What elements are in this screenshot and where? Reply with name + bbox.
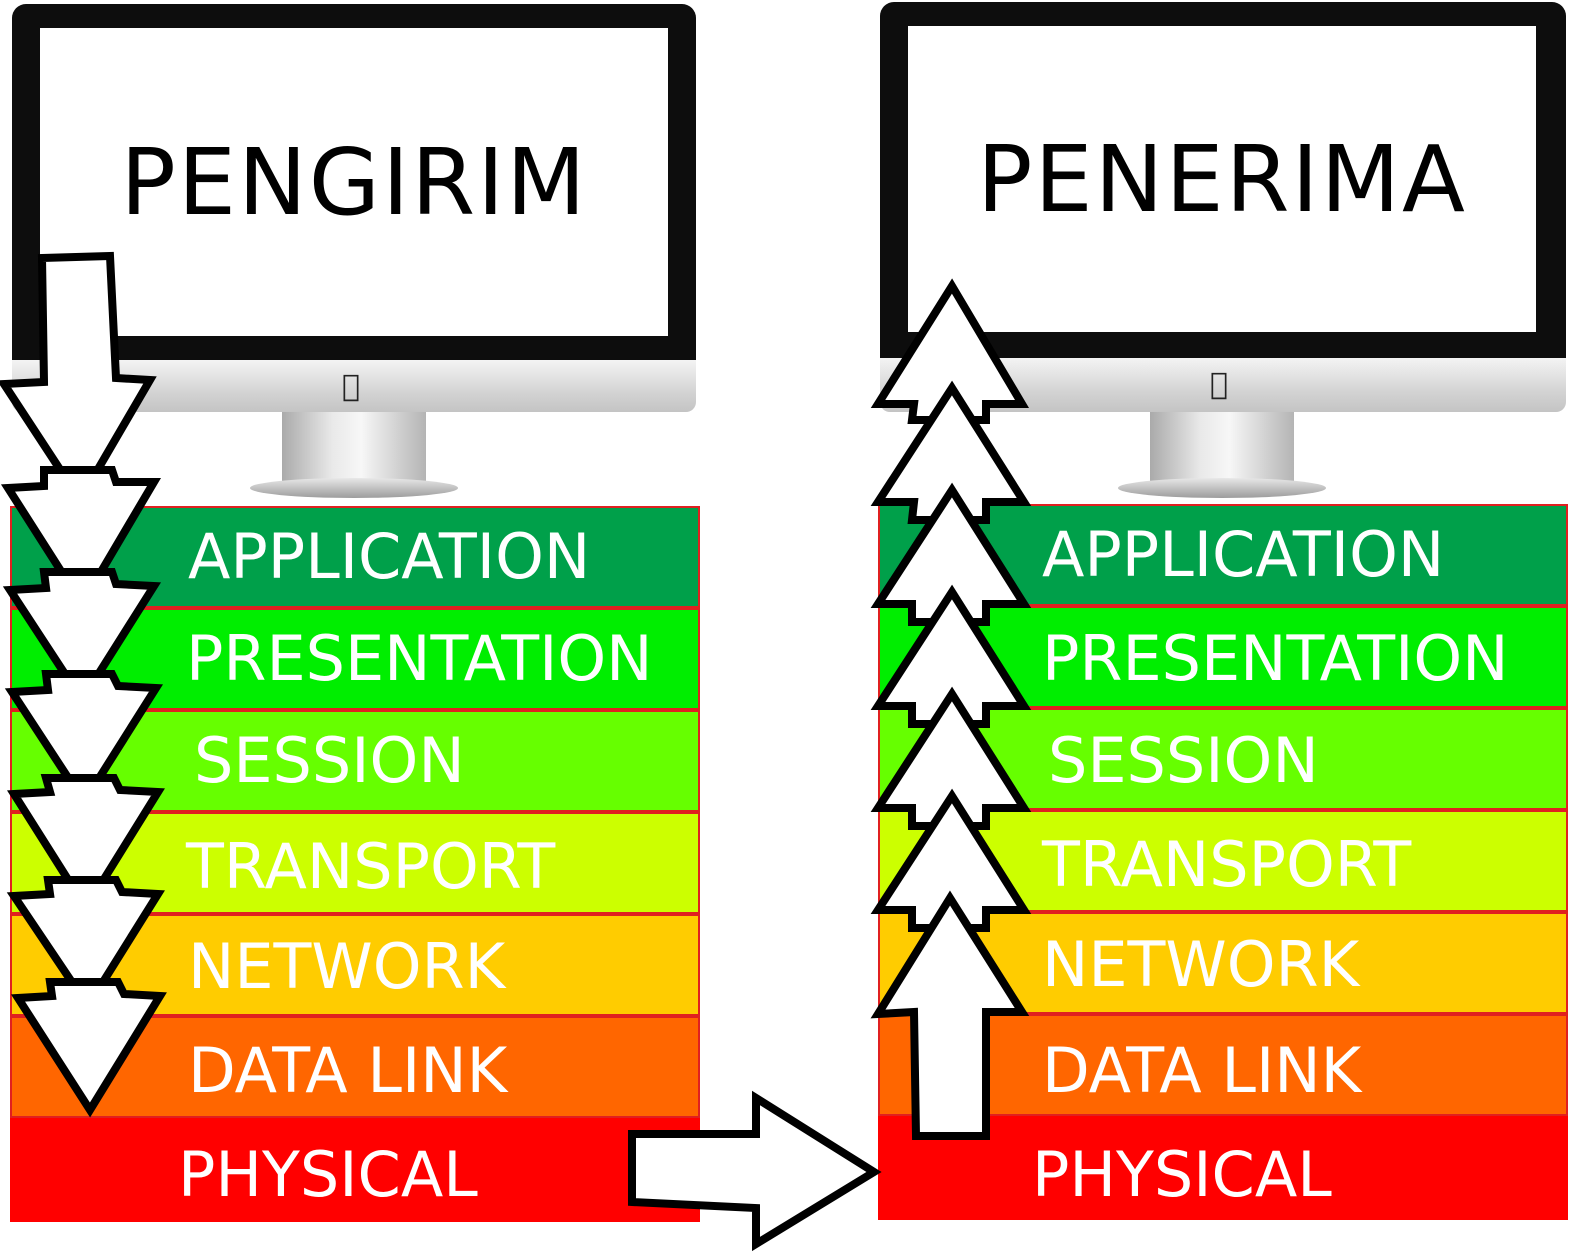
apple-logo-icon:  (1210, 370, 1228, 400)
receiver-title: PENERIMA (977, 125, 1467, 233)
receiver-layer-network: NETWORK (878, 912, 1568, 1014)
layer-label: PRESENTATION (1042, 622, 1509, 695)
layer-label: DATA LINK (188, 1034, 508, 1107)
layer-label: TRANSPORT (1042, 828, 1412, 901)
sender-layer-physical: PHYSICAL (10, 1118, 700, 1222)
arrow-down-icon (6, 774, 165, 916)
sender-monitor: PENGIRIM  (0, 0, 710, 500)
layer-label: APPLICATION (1042, 518, 1445, 591)
arrow-right-icon (628, 1090, 882, 1252)
receiver-monitor: PENERIMA  (0, 0, 1579, 500)
sender-down-arrows (0, 251, 167, 1118)
sender-layer-data-link: DATA LINK (10, 1016, 700, 1118)
apple-logo-icon:  (342, 372, 360, 402)
arrow-down-icon (0, 251, 157, 508)
layer-label: PHYSICAL (178, 1138, 478, 1211)
layer-label: SESSION (194, 724, 465, 797)
receiver-monitor-stand (1150, 412, 1294, 486)
receiver-up-arrows (870, 278, 1032, 1140)
sender-screen: PENGIRIM (40, 28, 668, 336)
receiver-layer-data-link: DATA LINK (878, 1014, 1568, 1116)
arrow-down-icon (10, 978, 167, 1118)
arrow-down-icon (4, 670, 164, 810)
layer-label: TRANSPORT (186, 830, 556, 903)
receiver-layer-physical: PHYSICAL (878, 1116, 1568, 1220)
layer-label: APPLICATION (188, 520, 591, 593)
layer-label: PHYSICAL (1032, 1138, 1332, 1211)
sender-monitor-stand (282, 412, 426, 486)
sender-title: PENGIRIM (120, 128, 588, 236)
layer-label: DATA LINK (1042, 1034, 1362, 1107)
layer-label: NETWORK (1042, 928, 1360, 1001)
receiver-screen: PENERIMA (908, 26, 1536, 332)
arrow-up-icon (870, 890, 1030, 1140)
sender-monitor-foot (250, 478, 458, 498)
arrow-down-icon (0, 466, 162, 612)
layer-label: SESSION (1048, 724, 1319, 797)
layer-label: NETWORK (188, 930, 506, 1003)
arrow-down-icon (6, 876, 165, 1014)
layer-label: PRESENTATION (186, 622, 653, 695)
receiver-monitor-foot (1118, 478, 1326, 498)
arrow-down-icon (2, 568, 162, 708)
